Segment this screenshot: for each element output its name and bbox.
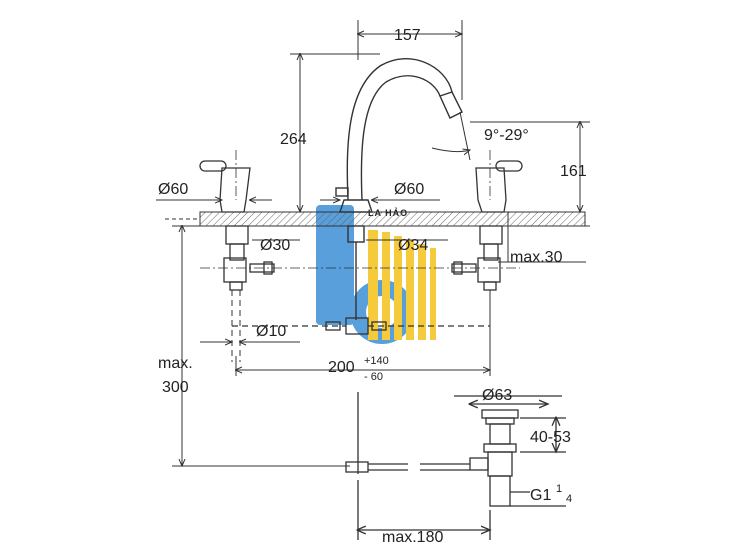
dim-swivel-angle: 9°-29° <box>484 127 529 144</box>
dim-depth-value: 300 <box>162 379 189 396</box>
lift-rod <box>345 392 490 540</box>
dim-lift-rod-reach: max.180 <box>382 529 443 546</box>
dim-hole-spout: Ø34 <box>398 237 428 254</box>
center-lines <box>200 150 520 269</box>
dim-hole-left: Ø30 <box>260 237 290 254</box>
spout <box>335 58 463 320</box>
dim-spout-reach: 157 <box>394 27 421 44</box>
dim-spread-plus: +140 <box>364 355 389 367</box>
dim-spread-minus: - 60 <box>364 371 383 383</box>
dimension-lines <box>156 20 590 466</box>
mixing-tee <box>232 317 490 335</box>
dim-thread-den: 4 <box>566 493 572 505</box>
dim-deck-thickness: max.30 <box>510 249 563 266</box>
dim-drain-range: 40-53 <box>530 429 571 446</box>
supply-pipe-left <box>231 290 241 362</box>
dim-supply-pipe: Ø10 <box>256 323 286 340</box>
dim-drain-flange: Ø63 <box>482 387 512 404</box>
countertop <box>165 211 586 227</box>
dim-depth-label: max. <box>158 355 193 372</box>
dim-thread-num: 1 <box>556 483 562 495</box>
dim-drain-thread: G1 <box>530 487 551 504</box>
dim-center-spread: 200 <box>328 359 355 376</box>
dim-handle-rosette: Ø60 <box>158 181 188 198</box>
dim-handle-height: 161 <box>560 163 587 180</box>
drain-assembly <box>454 395 566 507</box>
dim-spout-rosette: Ø60 <box>394 181 424 198</box>
watermark-logo <box>316 205 436 344</box>
dim-spout-height: 264 <box>280 131 307 148</box>
